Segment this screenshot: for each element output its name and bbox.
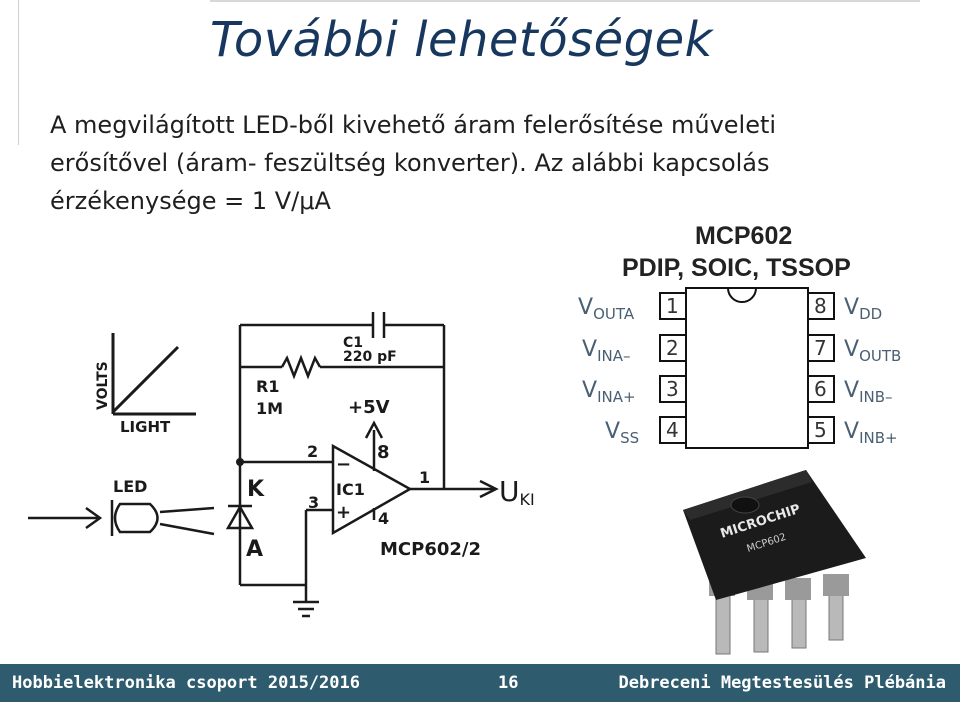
footer-bar: Hobbielektronika csoport 2015/2016 16 De… <box>0 664 960 702</box>
chip-photo: MICROCHIP MCP602 <box>683 470 866 655</box>
pin2-label: 2 <box>307 442 318 461</box>
top-rule <box>210 0 920 2</box>
pin-label: VINB+ <box>844 419 898 447</box>
pin-num: 1 <box>666 294 679 318</box>
graph-xlabel: LIGHT <box>120 418 171 436</box>
figures: VOLTS LIGHT <box>28 222 901 655</box>
pin-label: VINA+ <box>582 378 636 406</box>
led-label: LED <box>113 477 147 496</box>
pin-label: VDD <box>844 295 882 323</box>
pin8-label: 8 <box>377 442 390 463</box>
c1-value: 220 pF <box>343 349 397 365</box>
pinout-right-labels: VDD VOUTB VINB– VINB+ <box>844 295 901 447</box>
pinout-subtitle: PDIP, SOIC, TSSOP <box>622 254 851 282</box>
slide-title: További lehetőségek <box>210 12 713 68</box>
circuit-wires <box>225 312 499 618</box>
c1-label: C1 <box>343 335 363 351</box>
graph-ylabel: VOLTS <box>95 361 111 410</box>
pin-label: VINA– <box>582 337 630 365</box>
supply-label: +5V <box>348 397 390 418</box>
output-label: UKI <box>499 475 535 509</box>
cathode-label: K <box>247 477 265 502</box>
led-drawing <box>28 500 215 536</box>
r1-value: 1M <box>256 399 283 418</box>
pin-num: 3 <box>666 377 679 401</box>
pinout-left-labels: VOUTA VINA– VINA+ VSS <box>578 295 639 447</box>
pin-label: VINB– <box>844 378 893 406</box>
pin-num: 2 <box>666 336 679 360</box>
body-line-1: A megvilágított LED-ből kivehető áram fe… <box>50 111 777 139</box>
pinout-pin-numbers: 1 2 3 4 8 7 6 5 <box>666 294 827 442</box>
anode-label: A <box>246 537 263 562</box>
pin-num: 4 <box>666 418 679 442</box>
pin-num: 6 <box>814 377 827 401</box>
slide-body: A megvilágított LED-ből kivehető áram fe… <box>50 106 910 220</box>
pin-label: VOUTB <box>844 337 901 365</box>
pin4-label: 4 <box>378 509 389 528</box>
plus-sign: + <box>336 502 351 523</box>
pin-num: 8 <box>814 294 827 318</box>
footer-left: Hobbielektronika csoport 2015/2016 <box>12 673 360 693</box>
page-number: 16 <box>498 673 519 693</box>
pin-label: VSS <box>605 419 639 447</box>
left-rule <box>18 0 19 145</box>
junction-dot <box>236 458 244 466</box>
pin-num: 7 <box>814 336 827 360</box>
pin3-label: 3 <box>308 493 319 512</box>
pin-label: VOUTA <box>578 295 635 323</box>
body-line-2: erősítővel (áram- feszültség konverter).… <box>50 149 770 177</box>
footer-right: Debreceni Megtestesülés Plébánia <box>618 673 946 693</box>
part-label: MCP602/2 <box>380 539 481 560</box>
ic-label: IC1 <box>336 480 365 499</box>
light-volts-graph <box>111 333 196 416</box>
body-line-3: érzékenysége = 1 V/μA <box>50 187 331 215</box>
pinout-title: MCP602 <box>695 222 792 250</box>
pin1-label: 1 <box>419 468 430 487</box>
r1-label: R1 <box>256 377 279 396</box>
minus-sign: − <box>336 454 351 475</box>
pinout-body <box>659 287 835 449</box>
pin-num: 5 <box>814 418 827 442</box>
